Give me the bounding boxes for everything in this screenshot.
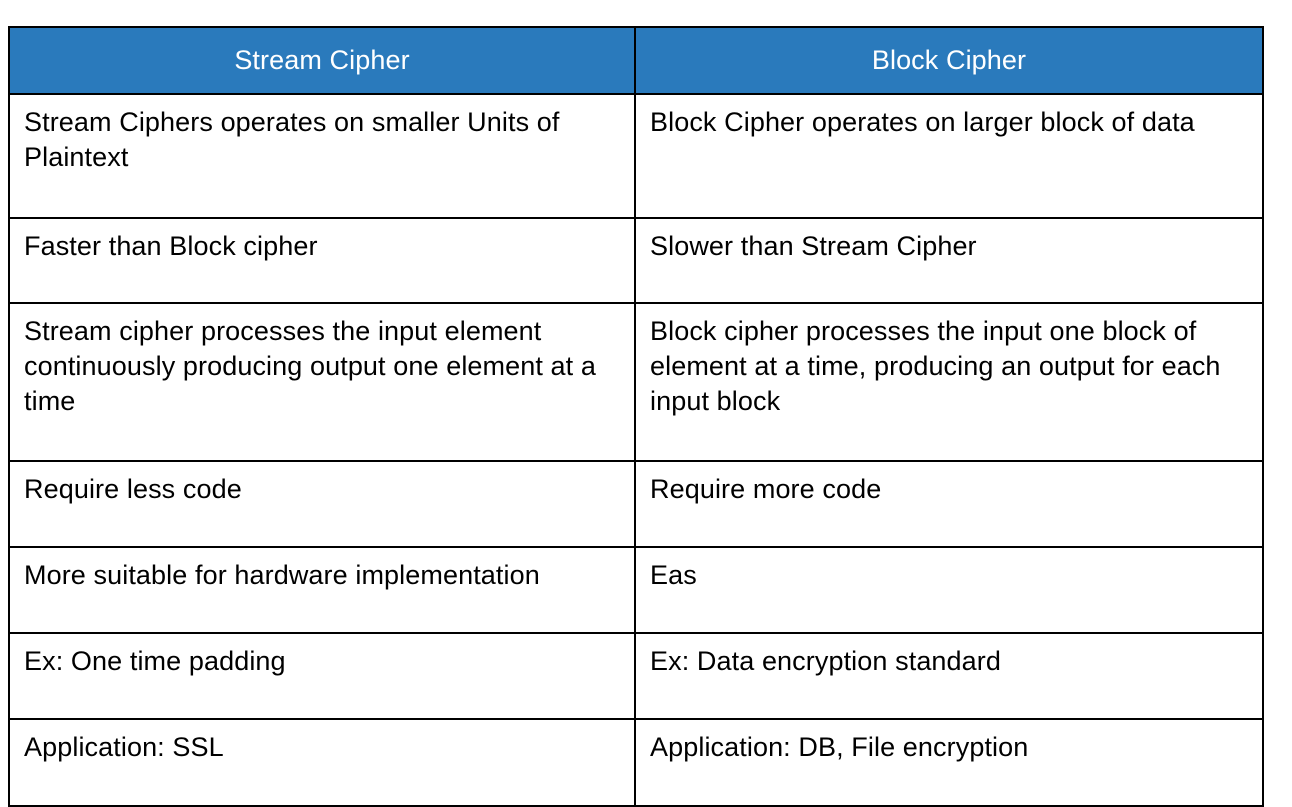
- cell-stream-cipher-4: Require less code: [8, 460, 636, 548]
- cell-text: Stream cipher processes the input elemen…: [24, 316, 596, 417]
- table-row: Require less code Require more code: [8, 460, 1264, 548]
- cell-text: Eas: [650, 560, 697, 590]
- table-row: Faster than Block cipher Slower than Str…: [8, 217, 1264, 304]
- cell-stream-cipher-7: Application: SSL: [8, 718, 636, 807]
- cell-text: Block cipher processes the input one blo…: [650, 316, 1221, 417]
- column-header-block-cipher: Block Cipher: [634, 26, 1264, 95]
- table-row: More suitable for hardware implementatio…: [8, 546, 1264, 634]
- cell-stream-cipher-3: Stream cipher processes the input elemen…: [8, 302, 636, 462]
- page-root: Stream Cipher Block Cipher Stream Cipher…: [8, 26, 1264, 807]
- cell-block-cipher-6: Ex: Data encryption standard: [634, 632, 1264, 720]
- table-row: Stream Ciphers operates on smaller Units…: [8, 93, 1264, 219]
- cell-text: Stream Ciphers operates on smaller Units…: [24, 107, 560, 173]
- cipher-comparison-table: Stream Cipher Block Cipher Stream Cipher…: [8, 26, 1264, 807]
- cell-text: Application: DB, File encryption: [650, 732, 1029, 762]
- cell-stream-cipher-6: Ex: One time padding: [8, 632, 636, 720]
- cell-text: Slower than Stream Cipher: [650, 231, 977, 261]
- cell-text: Ex: One time padding: [24, 646, 286, 676]
- cell-stream-cipher-5: More suitable for hardware implementatio…: [8, 546, 636, 634]
- cell-stream-cipher-2: Faster than Block cipher: [8, 217, 636, 304]
- cell-text: Faster than Block cipher: [24, 231, 318, 261]
- table-row: Stream cipher processes the input elemen…: [8, 302, 1264, 462]
- cell-text: Require more code: [650, 474, 882, 504]
- cell-block-cipher-1: Block Cipher operates on larger block of…: [634, 93, 1264, 219]
- table-header: Stream Cipher Block Cipher: [8, 26, 1264, 95]
- cell-text: Ex: Data encryption standard: [650, 646, 1001, 676]
- cell-block-cipher-3: Block cipher processes the input one blo…: [634, 302, 1264, 462]
- table-row: Ex: One time padding Ex: Data encryption…: [8, 632, 1264, 720]
- cell-block-cipher-5: Eas: [634, 546, 1264, 634]
- cell-text: Require less code: [24, 474, 242, 504]
- cell-text: More suitable for hardware implementatio…: [24, 560, 540, 590]
- table-body: Stream Ciphers operates on smaller Units…: [8, 93, 1264, 807]
- cell-text: Block Cipher operates on larger block of…: [650, 107, 1195, 137]
- cell-text: Application: SSL: [24, 732, 224, 762]
- cell-stream-cipher-1: Stream Ciphers operates on smaller Units…: [8, 93, 636, 219]
- cell-block-cipher-4: Require more code: [634, 460, 1264, 548]
- table-header-row: Stream Cipher Block Cipher: [8, 26, 1264, 95]
- cell-block-cipher-7: Application: DB, File encryption: [634, 718, 1264, 807]
- cell-block-cipher-2: Slower than Stream Cipher: [634, 217, 1264, 304]
- column-header-stream-cipher: Stream Cipher: [8, 26, 636, 95]
- table-row: Application: SSL Application: DB, File e…: [8, 718, 1264, 807]
